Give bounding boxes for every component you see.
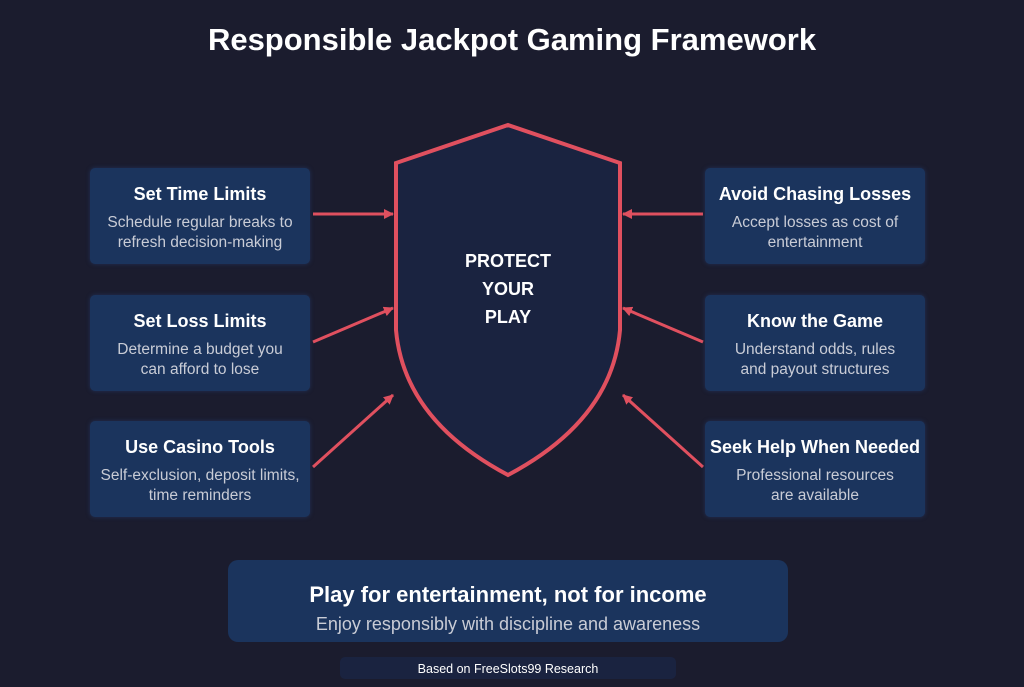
- card-desc: Determine a budget you can afford to los…: [117, 341, 283, 378]
- card-title: Set Time Limits: [133, 184, 267, 204]
- arrow-casino-tools: [311, 393, 395, 469]
- banner-subtitle: Enjoy responsibly with discipline and aw…: [315, 614, 701, 634]
- shield-line: PLAY: [484, 307, 532, 327]
- card-avoid-chasing-losses: Avoid Chasing Losses Accept losses as co…: [705, 168, 925, 264]
- card-title: Seek Help When Needed: [709, 437, 921, 457]
- card-desc: Accept losses as cost of entertainment: [731, 214, 899, 251]
- banner-title: Play for entertainment, not for income: [309, 582, 707, 607]
- shield-icon: [394, 122, 622, 478]
- card-title: Set Loss Limits: [133, 311, 267, 331]
- arrow-loss-limits: [312, 306, 394, 344]
- shield-line: PROTECT: [464, 251, 551, 271]
- shield-line: YOUR: [481, 279, 534, 299]
- card-desc: Understand odds, rules and payout struct…: [734, 341, 896, 378]
- card-seek-help: Seek Help When Needed Professional resou…: [705, 421, 925, 517]
- card-desc: Self-exclusion, deposit limits, time rem…: [100, 467, 300, 504]
- card-know-the-game: Know the Game Understand odds, rules and…: [705, 295, 925, 391]
- shield-label: PROTECT YOUR PLAY: [448, 247, 568, 331]
- page-title: Responsible Jackpot Gaming Framework: [207, 22, 817, 57]
- card-title: Know the Game: [746, 311, 884, 331]
- bottom-banner: Play for entertainment, not for income E…: [228, 560, 788, 642]
- card-title: Use Casino Tools: [125, 437, 275, 457]
- arrow-seek-help: [621, 393, 705, 469]
- card-set-loss-limits: Set Loss Limits Determine a budget you c…: [90, 295, 310, 391]
- card-title: Avoid Chasing Losses: [718, 184, 912, 204]
- card-desc: Schedule regular breaks to refresh decis…: [107, 214, 293, 251]
- card-desc: Professional resources are available: [736, 467, 894, 504]
- card-use-casino-tools: Use Casino Tools Self-exclusion, deposit…: [90, 421, 310, 517]
- footer-source: Based on FreeSlots99 Research: [340, 657, 676, 679]
- arrow-know-game: [622, 306, 704, 344]
- card-set-time-limits: Set Time Limits Schedule regular breaks …: [90, 168, 310, 264]
